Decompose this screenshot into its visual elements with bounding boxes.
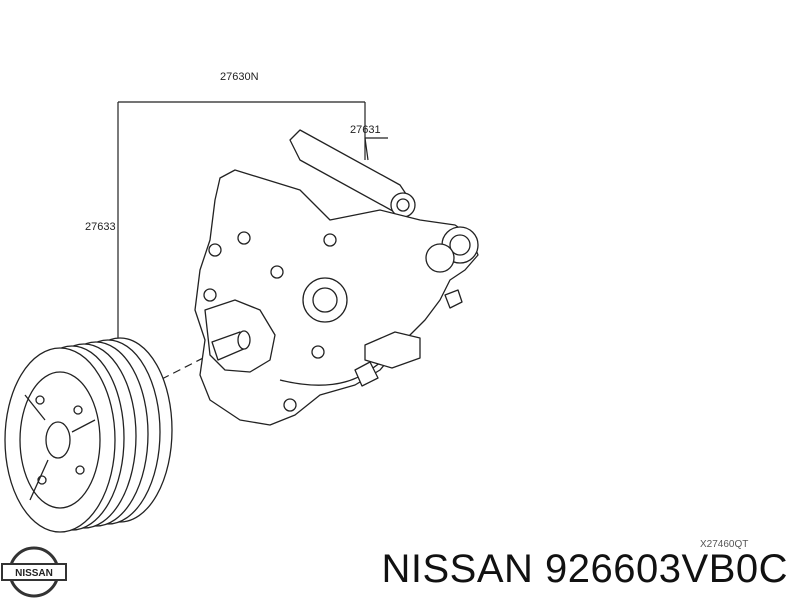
bolt-2 (270, 265, 284, 279)
part-caption: NISSAN 926603VB0C (381, 547, 788, 592)
port-upper-inner (396, 198, 410, 212)
leader-lines (117, 101, 388, 386)
bolt-1 (237, 231, 251, 245)
diagram-id-label: X27460QT (700, 539, 748, 550)
clutch-hub (45, 421, 71, 459)
nissan-logo: NISSAN (1, 546, 67, 598)
hub-bolt-2 (73, 405, 83, 415)
shaft-end (237, 330, 251, 350)
logo-bar (1, 563, 67, 581)
hub-bolt-4 (75, 465, 85, 475)
logo-text: NISSAN (15, 568, 53, 579)
bolt-7 (311, 345, 325, 359)
pulley-clutch (4, 337, 173, 533)
label-27630N: 27630N (220, 71, 259, 83)
port-right-inner (449, 234, 471, 256)
compressor-leader (364, 137, 388, 161)
caption-part-number: 926603VB0C (545, 547, 788, 591)
electrical-connector (364, 331, 421, 369)
relief-valve (444, 289, 463, 309)
label-27633: 27633 (85, 221, 116, 233)
compressor-body (194, 129, 479, 426)
housing-boss-inner (312, 287, 338, 313)
caption-brand: NISSAN (381, 547, 534, 591)
port-lower (425, 243, 455, 273)
label-27631: 27631 (350, 124, 381, 136)
connector-clip (354, 361, 379, 387)
bolt-3 (203, 288, 217, 302)
clutch-spoke-1 (24, 394, 46, 421)
bolt-4 (208, 243, 222, 257)
bolt-6 (323, 233, 337, 247)
assembly-bracket (117, 101, 366, 350)
hub-bolt-1 (35, 395, 45, 405)
clutch-spoke-3 (29, 459, 49, 501)
clutch-spoke-2 (71, 419, 96, 433)
bolt-5 (283, 398, 297, 412)
